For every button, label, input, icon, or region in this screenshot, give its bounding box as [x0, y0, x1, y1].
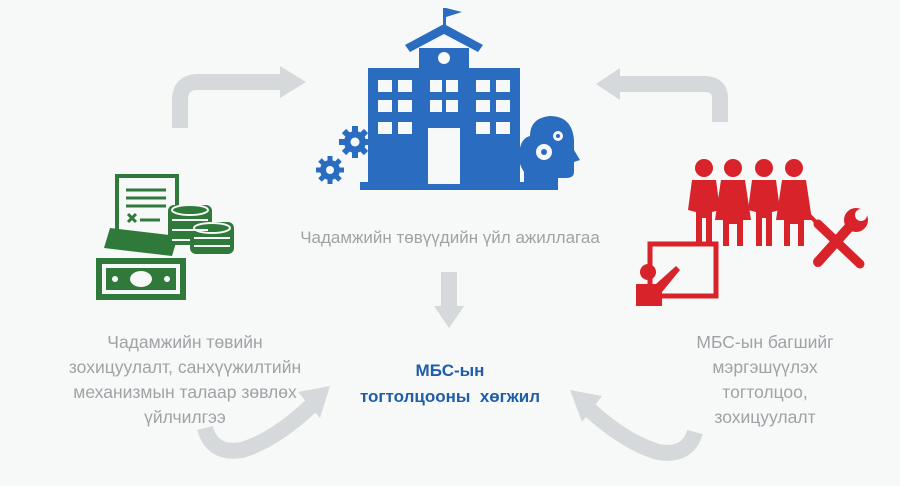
left-label-line: механизмын талаар зөвлөх [73, 382, 297, 402]
right-label-line: мэргэшүүлэх [712, 357, 818, 377]
center-label: Чадамжийн төвүүдийн үйл ажиллагаа [300, 228, 600, 247]
person-icon [688, 159, 720, 246]
arrow-right-to-goal [584, 404, 703, 461]
goal-label-line: МБС-ын [415, 361, 485, 380]
arrowhead-left-goal [298, 386, 330, 418]
goal-label-line: тогтолцооны хөгжил [359, 387, 541, 406]
head-with-gears-icon [518, 116, 580, 190]
arrow-right-to-top [620, 76, 728, 122]
goal-label: МБС-ын тогтолцооны хөгжил [330, 358, 570, 410]
whiteboard [647, 241, 719, 299]
person-icon [715, 159, 751, 246]
right-label-line: тогтолцоо, [722, 382, 808, 402]
arrow-left-to-top [172, 74, 280, 128]
arrowhead-right-goal [570, 390, 602, 422]
person-icon [748, 159, 780, 246]
left-label-line: үйлчилгээ [144, 407, 226, 427]
right-label-line: зохицуулалт [714, 407, 816, 427]
screwdriver-icon [798, 204, 865, 269]
arrowhead-right-top [596, 68, 620, 100]
arrowhead-center [434, 306, 464, 328]
left-label: Чадамжийн төвийн зохицуулалт, санхүүжилт… [40, 330, 330, 430]
left-label-line: Чадамжийн төвийн [107, 332, 263, 352]
arrowhead-left-top [280, 66, 306, 98]
right-label-line: МБС-ын багшийг [696, 332, 834, 352]
person-icon [776, 159, 812, 246]
arrow-left-to-goal [197, 399, 318, 459]
left-label-line: зохицуулалт, санхүүжилтийн [68, 357, 302, 377]
right-label: МБС-ын багшийг мэргэшүүлэх тогтолцоо, зо… [650, 330, 880, 430]
